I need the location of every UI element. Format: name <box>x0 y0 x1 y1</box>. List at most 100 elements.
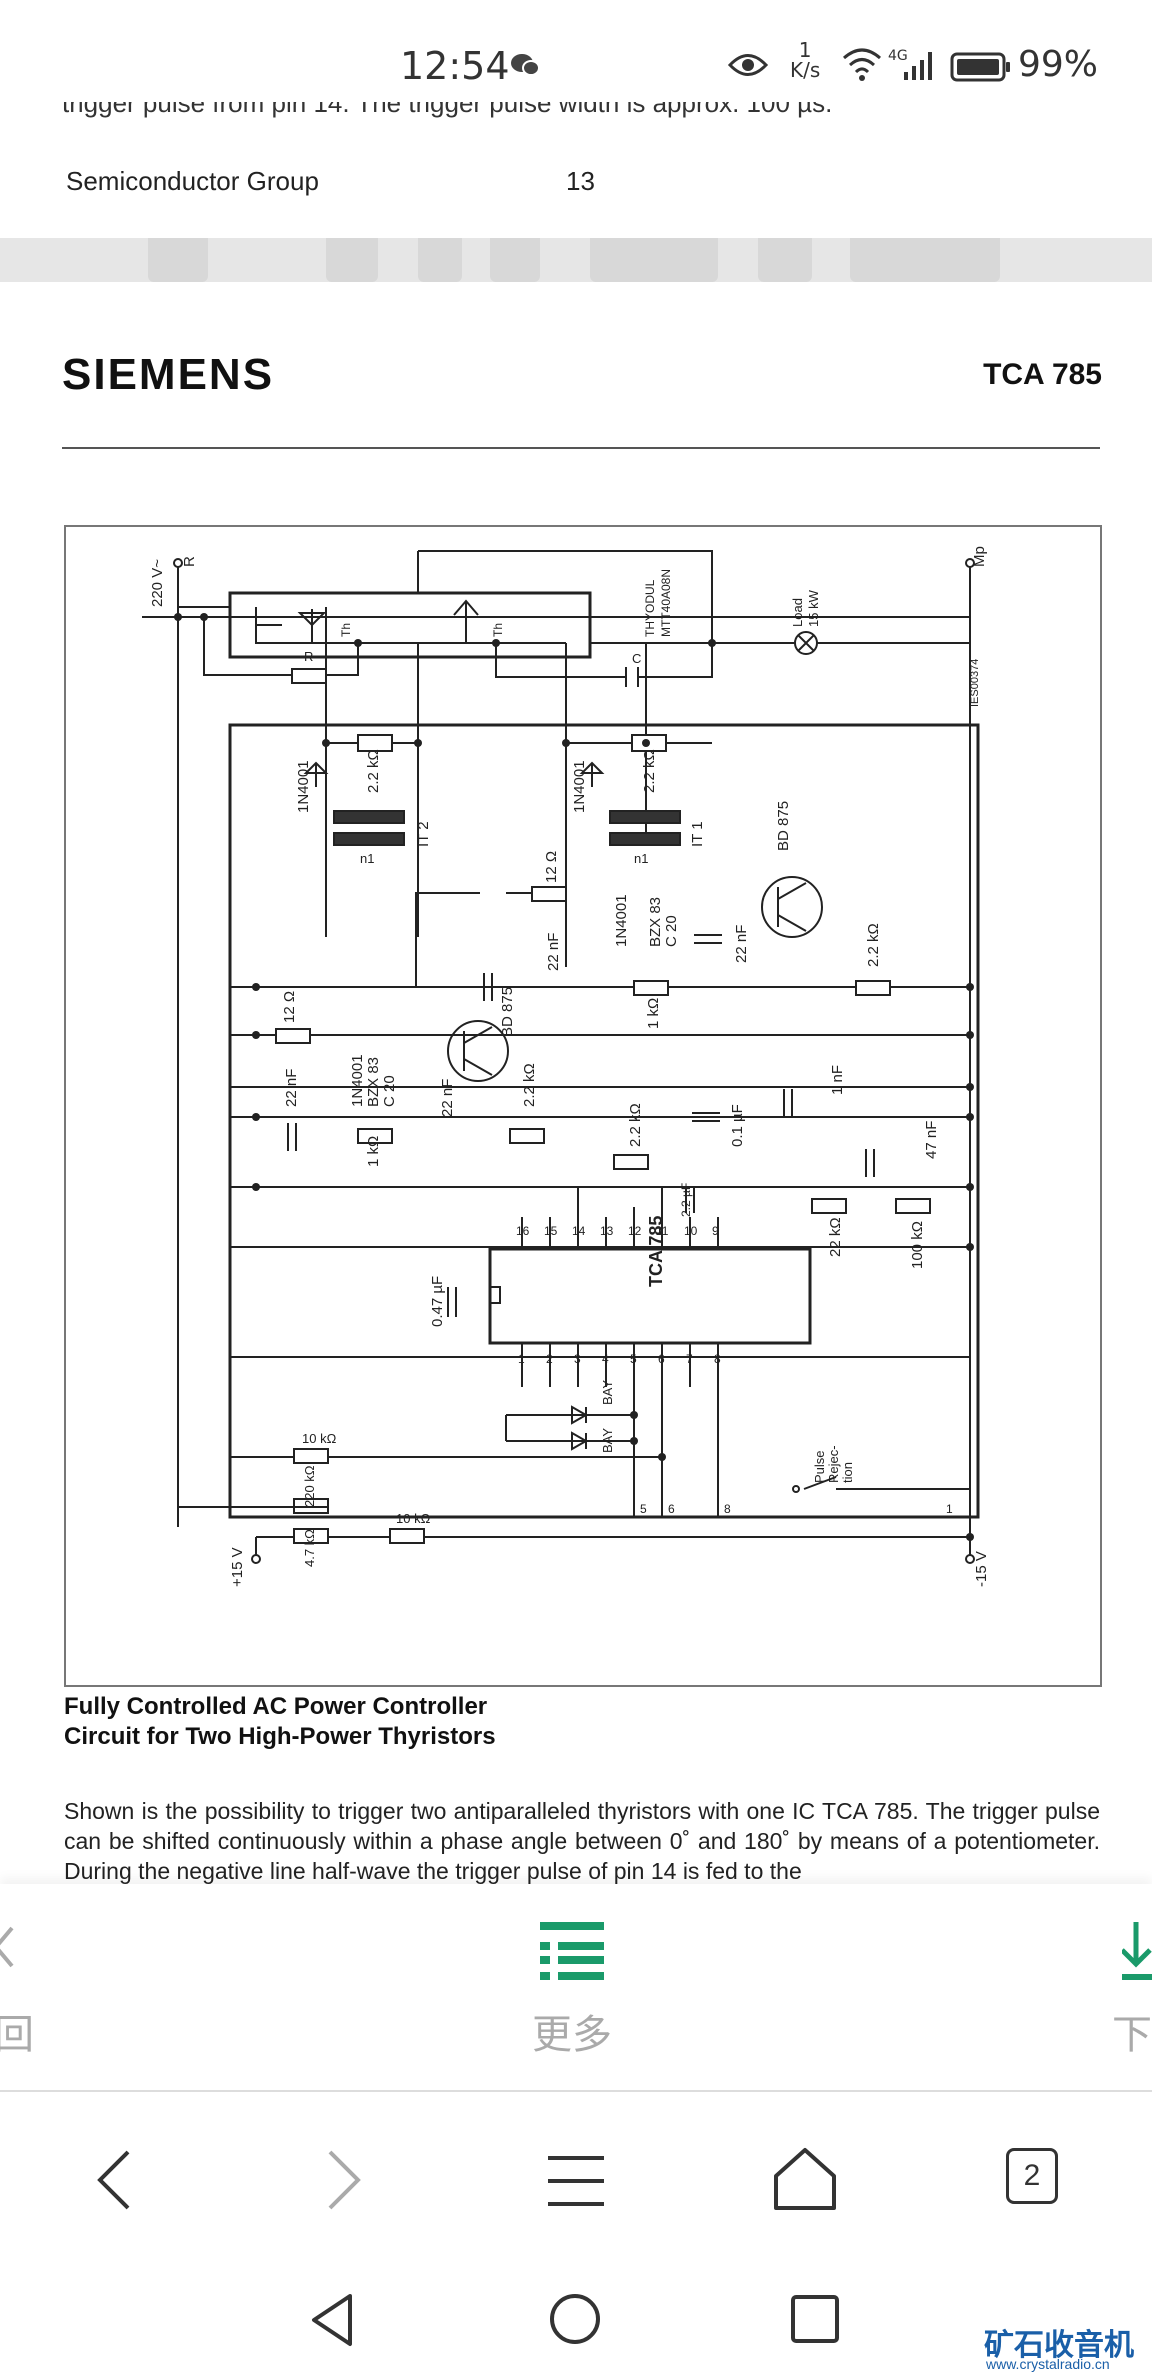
svg-text:12 Ω: 12 Ω <box>281 991 298 1023</box>
circuit-schematic: 220 V~ R Mp THYODUL MTT40A08N Th Th Load… <box>64 525 1102 1687</box>
prev-page-cut-text: trigger pulse from pin 14. The trigger p… <box>62 88 833 118</box>
more-list-icon[interactable] <box>540 1922 604 1980</box>
watermark-name: 矿石收音机 <box>984 2329 1134 2362</box>
svg-text:tion: tion <box>840 1462 855 1483</box>
back-icon[interactable] <box>96 2148 132 2212</box>
battery-percent: 99% <box>1018 44 1099 85</box>
prev-page-footer: Semiconductor Group <box>66 166 319 196</box>
svg-text:Load: Load <box>790 598 805 627</box>
siemens-logo: SIEMENS <box>62 350 275 399</box>
svg-text:Th: Th <box>339 623 353 637</box>
download-icon[interactable] <box>1122 1922 1152 1982</box>
svg-text:8: 8 <box>724 1502 731 1516</box>
ic-label: TCA 785 <box>646 1216 666 1287</box>
svg-text:THYODUL: THYODUL <box>643 579 657 637</box>
svg-text:10 kΩ: 10 kΩ <box>302 1431 337 1446</box>
svg-text:BAY: BAY <box>600 1428 615 1453</box>
system-home-icon[interactable] <box>548 2292 602 2346</box>
svg-text:10 kΩ: 10 kΩ <box>396 1511 431 1526</box>
svg-text:BD 875: BD 875 <box>775 801 792 851</box>
svg-text:0.47 µF: 0.47 µF <box>429 1276 446 1327</box>
browser-nav-bar: 2 <box>0 2090 1152 2378</box>
forward-icon[interactable] <box>326 2148 362 2212</box>
svg-text:1N4001: 1N4001 <box>349 1054 366 1107</box>
resistor-r <box>291 668 327 684</box>
figure-caption: Fully Controlled AC Power Controller Cir… <box>64 1693 496 1750</box>
home-icon[interactable] <box>772 2146 838 2212</box>
body-text: Shown is the possibility to trigger two … <box>64 1798 1100 1884</box>
toolbar-back-label[interactable]: 回 <box>0 2013 34 2057</box>
svg-text:MTT40A08N: MTT40A08N <box>659 569 673 637</box>
svg-text:15: 15 <box>544 1224 558 1238</box>
svg-text:14: 14 <box>572 1224 586 1238</box>
system-recents-icon[interactable] <box>790 2294 840 2344</box>
svg-text:0.1 µF: 0.1 µF <box>729 1104 746 1147</box>
svg-text:2.2 kΩ: 2.2 kΩ <box>521 1063 538 1107</box>
eye-icon <box>728 54 768 76</box>
system-back-icon[interactable] <box>310 2292 356 2348</box>
svg-text:BD 875: BD 875 <box>499 987 516 1037</box>
svg-text:BZX 83: BZX 83 <box>647 897 664 947</box>
svg-text:C 20: C 20 <box>663 915 680 947</box>
svg-text:4.7 kΩ: 4.7 kΩ <box>302 1529 317 1567</box>
svg-text:1: 1 <box>518 1352 525 1366</box>
svg-text:BAY: BAY <box>600 1380 615 1405</box>
svg-text:2.2 kΩ: 2.2 kΩ <box>641 749 658 793</box>
toolbar-download-label[interactable]: 下 <box>1112 2013 1152 2057</box>
reader-toolbar: 回 更多 下 <box>0 1884 1152 2090</box>
svg-text:1: 1 <box>946 1502 953 1516</box>
svg-text:1 nF: 1 nF <box>829 1065 846 1095</box>
svg-text:Pulse: Pulse <box>812 1450 827 1483</box>
tabs-count: 2 <box>1023 2159 1041 2192</box>
svg-text:22 kΩ: 22 kΩ <box>827 1217 844 1257</box>
svg-text:2: 2 <box>546 1352 553 1366</box>
status-time: 12:54 <box>400 44 510 88</box>
toolbar-more-label[interactable]: 更多 <box>532 2013 612 2057</box>
svg-text:22 nF: 22 nF <box>439 1079 456 1117</box>
svg-text:2.2 kΩ: 2.2 kΩ <box>365 749 382 793</box>
svg-text:R: R <box>304 649 313 664</box>
svg-text:1N4001: 1N4001 <box>571 760 588 813</box>
svg-text:13: 13 <box>600 1224 614 1238</box>
svg-text:IES00374: IES00374 <box>969 659 981 707</box>
svg-text:1N4001: 1N4001 <box>613 894 630 947</box>
svg-text:+15 V: +15 V <box>229 1547 246 1587</box>
svg-text:100 kΩ: 100 kΩ <box>909 1221 926 1269</box>
svg-text:4: 4 <box>602 1352 609 1366</box>
svg-text:2.2 µF: 2.2 µF <box>679 1183 693 1217</box>
svg-text:22 nF: 22 nF <box>733 925 750 963</box>
svg-text:n1: n1 <box>634 851 648 866</box>
svg-text:Rejec-: Rejec- <box>826 1445 841 1483</box>
svg-text:1N4001: 1N4001 <box>295 760 312 813</box>
menu-icon[interactable] <box>546 2154 606 2208</box>
tabs-button[interactable]: 2 <box>1006 2148 1058 2204</box>
svg-text:6: 6 <box>658 1352 665 1366</box>
svg-text:Th: Th <box>491 623 505 637</box>
svg-text:IT 2: IT 2 <box>415 821 432 847</box>
svg-text:2.2 kΩ: 2.2 kΩ <box>865 923 882 967</box>
ic-tca785 <box>488 1247 812 1345</box>
svg-text:10: 10 <box>684 1224 698 1238</box>
part-number: TCA 785 <box>983 358 1102 391</box>
label-supply-ac: 220 V~ <box>149 559 166 607</box>
svg-text:1 kΩ: 1 kΩ <box>645 998 662 1029</box>
svg-text:-15 V: -15 V <box>973 1551 990 1587</box>
svg-text:C: C <box>632 651 641 666</box>
svg-text:n1: n1 <box>360 851 374 866</box>
header-divider <box>62 447 1100 449</box>
svg-text:Mp: Mp <box>971 546 988 567</box>
svg-text:12 Ω: 12 Ω <box>543 851 560 883</box>
back-arrow-icon[interactable] <box>0 1924 16 1970</box>
svg-text:9: 9 <box>712 1224 719 1238</box>
svg-text:IT 1: IT 1 <box>689 821 706 847</box>
svg-text:7: 7 <box>686 1352 693 1366</box>
svg-text:R: R <box>181 556 198 567</box>
svg-text:16: 16 <box>516 1224 530 1238</box>
svg-text:1 kΩ: 1 kΩ <box>365 1136 382 1167</box>
signal-type: 4G <box>888 48 908 64</box>
svg-text:12: 12 <box>628 1224 642 1238</box>
signal-bars-icon <box>904 52 932 80</box>
prev-page-number: 13 <box>566 166 595 196</box>
